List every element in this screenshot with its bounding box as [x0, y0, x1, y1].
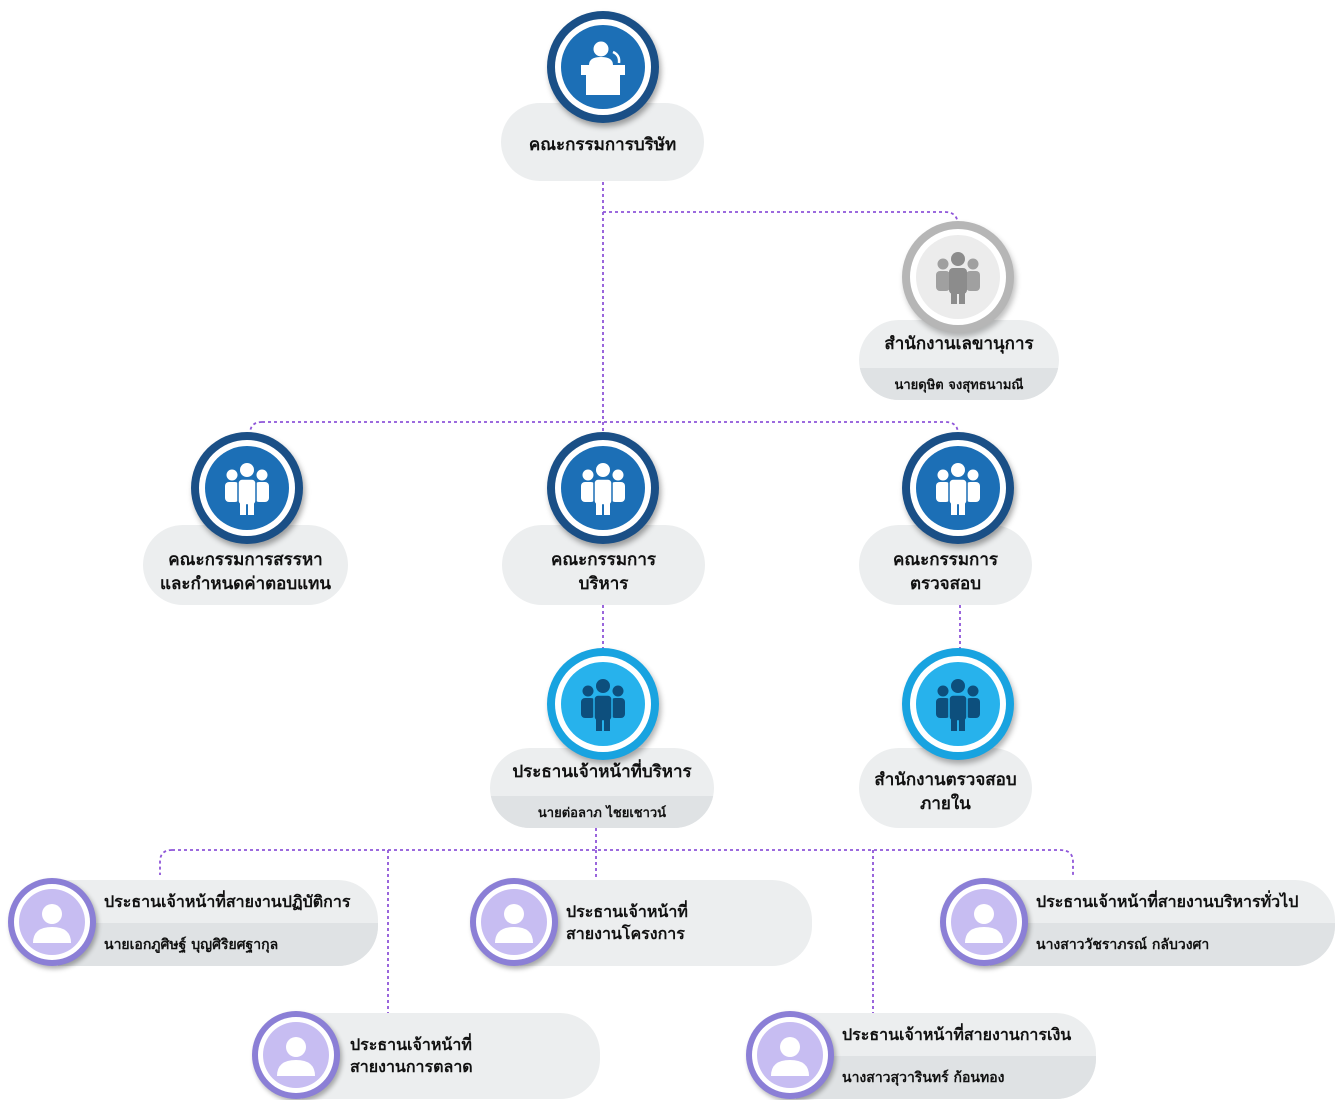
group-icon: [581, 679, 625, 731]
ceo-name: นายต่อลาภ ไชยเชาวน์: [537, 805, 667, 821]
connector-to-secretary: [603, 211, 959, 227]
chief-operations-avatar: [8, 878, 96, 966]
internal-audit-node-icon: [902, 648, 1014, 760]
chief-projects-box[interactable]: ประธานเจ้าหน้าที่ สายงานโครงการ: [520, 880, 812, 966]
chief-finance-title: ประธานเจ้าหน้าที่สายงานการเงิน: [842, 1024, 1072, 1044]
chief-operations-box[interactable]: ประธานเจ้าหน้าที่สายงานปฏิบัติการ นายเอก…: [58, 880, 378, 966]
board-node-icon: [547, 11, 659, 123]
group-icon: [225, 463, 269, 515]
executive-committee-node-icon: [547, 432, 659, 544]
chief-admin-avatar: [940, 878, 1028, 966]
connector-chiefs-row: [159, 849, 1074, 875]
chief-operations-title: ประธานเจ้าหน้าที่สายงานปฏิบัติการ: [104, 891, 351, 911]
nomination-committee-line2: และกำหนดค่าตอบแทน: [160, 574, 331, 594]
nomination-committee-node-icon: [191, 432, 303, 544]
internal-audit-box[interactable]: สำนักงานตรวจสอบ ภายใน: [859, 748, 1032, 828]
chief-projects-line1: ประธานเจ้าหน้าที่: [566, 902, 688, 921]
chief-finance-avatar: [746, 1011, 834, 1099]
person-icon: [495, 904, 533, 943]
chief-marketing-box[interactable]: ประธานเจ้าหน้าที่ สายงานการตลาด: [302, 1013, 600, 1099]
chief-projects-avatar: [470, 878, 558, 966]
executive-committee-line1: คณะกรรมการ: [550, 550, 656, 570]
audit-committee-node-icon: [902, 432, 1014, 544]
internal-audit-line1: สำนักงานตรวจสอบ: [874, 770, 1017, 790]
chief-finance-box[interactable]: ประธานเจ้าหน้าที่สายงานการเงิน นางสาวสุว…: [796, 1013, 1096, 1099]
ceo-node-icon: [547, 648, 659, 760]
audit-committee-line2: ตรวจสอบ: [909, 574, 982, 594]
person-icon: [771, 1037, 809, 1076]
podium-speaker-icon: [581, 41, 625, 95]
group-icon: [936, 463, 980, 515]
group-icon: [936, 679, 980, 731]
board-title: คณะกรรมการบริษัท: [528, 135, 677, 155]
nomination-committee-line1: คณะกรรมการสรรหา: [168, 550, 323, 570]
group-icon: [581, 463, 625, 515]
group-icon: [936, 252, 980, 304]
chief-admin-title: ประธานเจ้าหน้าที่สายงานบริหารทั่วไป: [1036, 891, 1299, 911]
ceo-box[interactable]: ประธานเจ้าหน้าที่บริหาร นายต่อลาภ ไชยเชา…: [490, 748, 714, 828]
person-icon: [277, 1037, 315, 1076]
chief-operations-name: นายเอกภูศิษฐ์ บุญศิริยศฐากุล: [104, 936, 279, 953]
ceo-title: ประธานเจ้าหน้าที่บริหาร: [512, 762, 692, 782]
secretary-node-icon: [902, 221, 1014, 333]
chief-projects-line2: สายงานโครงการ: [566, 924, 685, 943]
person-icon: [965, 904, 1003, 943]
secretary-title: สำนักงานเลขานุการ: [884, 334, 1034, 354]
internal-audit-line2: ภายใน: [920, 794, 971, 814]
chief-marketing-line1: ประธานเจ้าหน้าที่: [350, 1035, 472, 1054]
chief-finance-name: นางสาวสุวารินทร์ ก้อนทอง: [842, 1069, 1005, 1086]
chief-admin-box[interactable]: ประธานเจ้าหน้าที่สายงานบริหารทั่วไป นางส…: [990, 880, 1335, 966]
executive-committee-line2: บริหาร: [578, 574, 629, 594]
secretary-name: นายดุษิต จงสุทธนามณี: [894, 377, 1024, 393]
chief-marketing-line2: สายงานการตลาด: [350, 1057, 473, 1076]
secretary-box[interactable]: สำนักงานเลขานุการ นายดุษิต จงสุทธนามณี: [859, 320, 1059, 400]
chief-marketing-avatar: [252, 1011, 340, 1099]
person-icon: [33, 904, 71, 943]
audit-committee-line1: คณะกรรมการ: [892, 550, 998, 570]
chief-admin-name: นางสาววัชราภรณ์ กลับวงศา: [1036, 936, 1210, 953]
connector-committees-row: [249, 421, 959, 435]
